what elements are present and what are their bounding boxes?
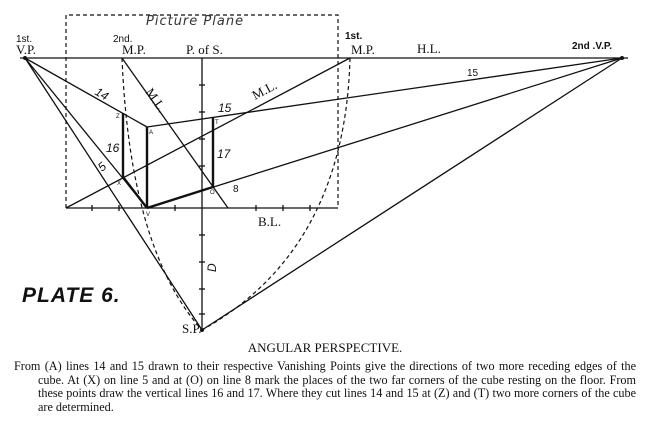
point-t: T — [215, 120, 219, 126]
vp1-label-1: 1st. — [16, 34, 32, 45]
distance-label: D — [205, 263, 219, 272]
picture-plane-outline — [65, 14, 339, 208]
plate-title: ANGULAR PERSPECTIVE. — [247, 340, 403, 355]
mp2-label-1: 2nd. — [113, 34, 132, 45]
vp2-point — [620, 56, 624, 60]
point-x: X — [117, 181, 121, 187]
point-a: A — [149, 130, 153, 136]
hl-label: H.L. — [417, 41, 441, 56]
point-v: V — [146, 212, 150, 218]
sp-label: S.P. — [182, 321, 202, 336]
pos-label: P. of S. — [186, 42, 223, 57]
base-line-ticks — [91, 205, 311, 211]
plate-description: From (A) lines 14 and 15 drawn to their … — [14, 359, 636, 414]
measuring-line-1st — [65, 57, 351, 209]
measuring-arc-1st — [201, 57, 351, 331]
ml-label-2nd: M.L. — [143, 85, 170, 115]
line-8 — [146, 57, 623, 209]
label-16: 16 — [106, 141, 120, 155]
point-o: O — [210, 190, 215, 196]
label-17: 17 — [217, 147, 232, 161]
bl-label: B.L. — [258, 214, 281, 229]
label-14: 14 — [93, 84, 112, 103]
label-15-right: 15 — [467, 68, 479, 79]
mp1-label-1: 1st. — [345, 31, 362, 42]
vp2-label: 2nd .V.P. — [572, 41, 612, 52]
line-15 — [146, 57, 623, 128]
vp1-label-2: V.P. — [16, 42, 36, 57]
perspective-diagram: Picture Plane 1st. V.P. 2nd. M.P. P. of … — [16, 14, 628, 336]
cube-bottom-edge-left — [122, 176, 148, 209]
measuring-line-2nd — [121, 57, 229, 209]
plate-number: PLATE 6. — [22, 284, 121, 307]
vp2-to-sp-line — [201, 57, 623, 331]
mp2-label-2: M.P. — [122, 42, 146, 57]
mp1-label-2: M.P. — [351, 42, 375, 57]
label-15: 15 — [218, 101, 232, 115]
picture-plane-label: Picture Plane — [146, 14, 244, 29]
cube-bottom-edge-right — [146, 185, 214, 210]
sp-point — [200, 328, 204, 332]
label-8: 8 — [233, 184, 239, 195]
vp1-point — [23, 56, 27, 60]
measuring-arc-2nd — [121, 57, 203, 331]
vp1-to-sp-line — [24, 57, 203, 331]
ml-label-1st: M.L. — [249, 77, 279, 102]
pos-ticks — [199, 84, 205, 315]
point-z: Z — [116, 114, 120, 120]
label-5: 5 — [95, 159, 109, 174]
